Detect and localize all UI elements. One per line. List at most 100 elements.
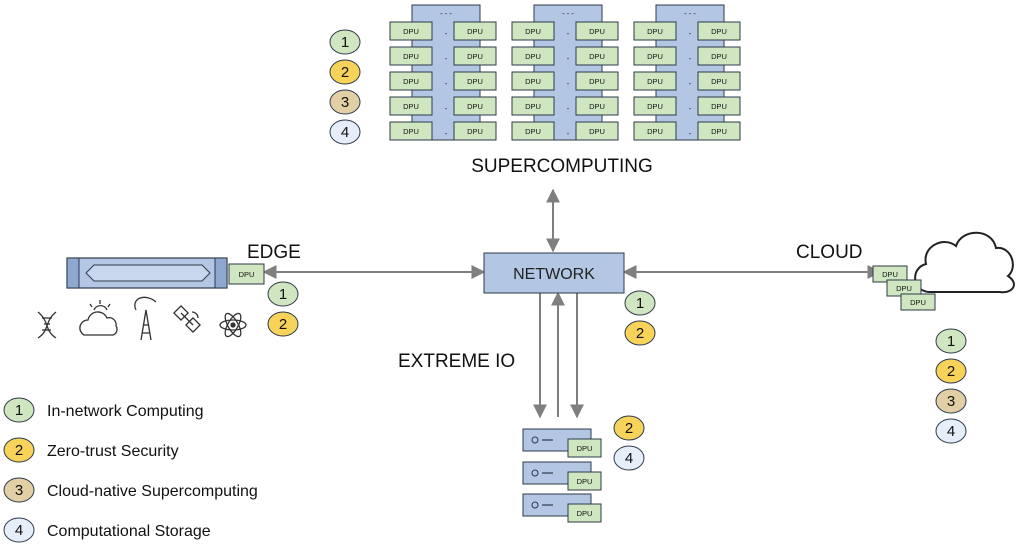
badge-storage-2: 2 <box>613 415 645 441</box>
svg-text:DPU: DPU <box>589 127 605 136</box>
svg-text:DPU: DPU <box>403 77 419 86</box>
rack-dpu-left: DPU <box>633 46 677 66</box>
svg-text:-: - <box>445 54 448 63</box>
rack-dpu-right: DPU <box>453 121 497 141</box>
svg-text:DPU: DPU <box>577 509 593 518</box>
svg-text:DPU: DPU <box>577 477 593 486</box>
svg-text:1: 1 <box>636 295 644 312</box>
badge-supercomputing-4: 4 <box>329 119 361 145</box>
legend-label-1: In-network Computing <box>47 403 204 420</box>
svg-text:DPU: DPU <box>589 52 605 61</box>
svg-text:-: - <box>445 129 448 138</box>
svg-text:-: - <box>445 104 448 113</box>
badge-cloud-4: 4 <box>935 418 967 444</box>
svg-text:DPU: DPU <box>647 77 663 86</box>
rack-dpu-right: DPU <box>453 46 497 66</box>
badge-network-1: 1 <box>624 290 656 316</box>
svg-text:DPU: DPU <box>589 27 605 36</box>
rack-dpu-left: DPU <box>511 121 555 141</box>
network-badges: 12 <box>624 290 656 346</box>
badge-edge-1: 1 <box>267 281 299 307</box>
svg-text:DPU: DPU <box>467 52 483 61</box>
edge-dpu-card: DPU <box>228 263 265 285</box>
badge-supercomputing-2: 2 <box>329 59 361 85</box>
svg-text:DPU: DPU <box>525 102 541 111</box>
edge-devices <box>37 296 247 341</box>
cloud-icon <box>914 231 1015 294</box>
svg-text:DPU: DPU <box>403 102 419 111</box>
weather-icon <box>79 300 118 336</box>
svg-text:4: 4 <box>947 423 955 440</box>
svg-text:-: - <box>689 79 692 88</box>
rack-dpu-left: DPU <box>511 96 555 116</box>
storage-dpu-2: DPU <box>567 471 602 491</box>
svg-text:DPU: DPU <box>403 27 419 36</box>
dna-icon <box>37 311 57 339</box>
svg-text:4: 4 <box>341 124 349 141</box>
rack-dpu-right: DPU <box>575 121 619 141</box>
svg-text:2: 2 <box>15 442 23 459</box>
badge-storage-4: 4 <box>613 445 645 471</box>
rack-dpu-right: DPU <box>575 71 619 91</box>
svg-text:DPU: DPU <box>647 127 663 136</box>
storage-server-2: DPU <box>522 461 602 491</box>
extreme-io-label: EXTREME IO <box>398 351 515 372</box>
legend-badge-1: 1 <box>3 397 35 423</box>
network-label: NETWORK <box>513 266 595 283</box>
rack-dpu-left: DPU <box>633 96 677 116</box>
svg-text:-: - <box>689 129 692 138</box>
svg-text:- - -: - - - <box>440 9 452 18</box>
rack-dpu-right: DPU <box>697 71 741 91</box>
rack-dpu-right: DPU <box>575 21 619 41</box>
svg-text:1: 1 <box>341 34 349 51</box>
edge-server <box>66 257 228 289</box>
edge-label: EDGE <box>247 242 301 263</box>
svg-text:DPU: DPU <box>647 27 663 36</box>
cloud-label: CLOUD <box>796 242 863 263</box>
svg-text:-: - <box>445 79 448 88</box>
badge-cloud-3: 3 <box>935 388 967 414</box>
badge-edge-2: 2 <box>267 311 299 337</box>
svg-text:DPU: DPU <box>525 127 541 136</box>
rack-dpu-left: DPU <box>633 121 677 141</box>
svg-text:DPU: DPU <box>711 127 727 136</box>
svg-text:2: 2 <box>341 64 349 81</box>
svg-text:DPU: DPU <box>910 298 926 307</box>
svg-text:-: - <box>445 29 448 38</box>
storage-badges: 24 <box>613 415 645 471</box>
rack-dpu-right: DPU <box>697 121 741 141</box>
svg-text:DPU: DPU <box>403 52 419 61</box>
svg-text:3: 3 <box>15 482 23 499</box>
svg-text:DPU: DPU <box>239 270 255 279</box>
svg-text:DPU: DPU <box>711 77 727 86</box>
svg-text:- - -: - - - <box>562 9 574 18</box>
rack-dpu-left: DPU <box>511 21 555 41</box>
svg-text:DPU: DPU <box>467 77 483 86</box>
svg-text:-: - <box>689 29 692 38</box>
svg-text:3: 3 <box>341 94 349 111</box>
rack-dpu-right: DPU <box>697 96 741 116</box>
svg-text:DPU: DPU <box>403 127 419 136</box>
svg-text:1: 1 <box>279 286 287 303</box>
cloud-dpu-3: DPU <box>900 293 936 311</box>
svg-text:DPU: DPU <box>525 77 541 86</box>
svg-text:-: - <box>567 104 570 113</box>
svg-text:4: 4 <box>15 522 23 539</box>
storage-server-3: DPU <box>522 493 602 523</box>
svg-text:DPU: DPU <box>711 102 727 111</box>
rack-dpu-left: DPU <box>633 21 677 41</box>
badge-network-2: 2 <box>624 320 656 346</box>
rack-dpu-left: DPU <box>633 71 677 91</box>
svg-text:DPU: DPU <box>525 27 541 36</box>
svg-text:-: - <box>567 129 570 138</box>
supercomputing-label: SUPERCOMPUTING <box>471 156 653 177</box>
